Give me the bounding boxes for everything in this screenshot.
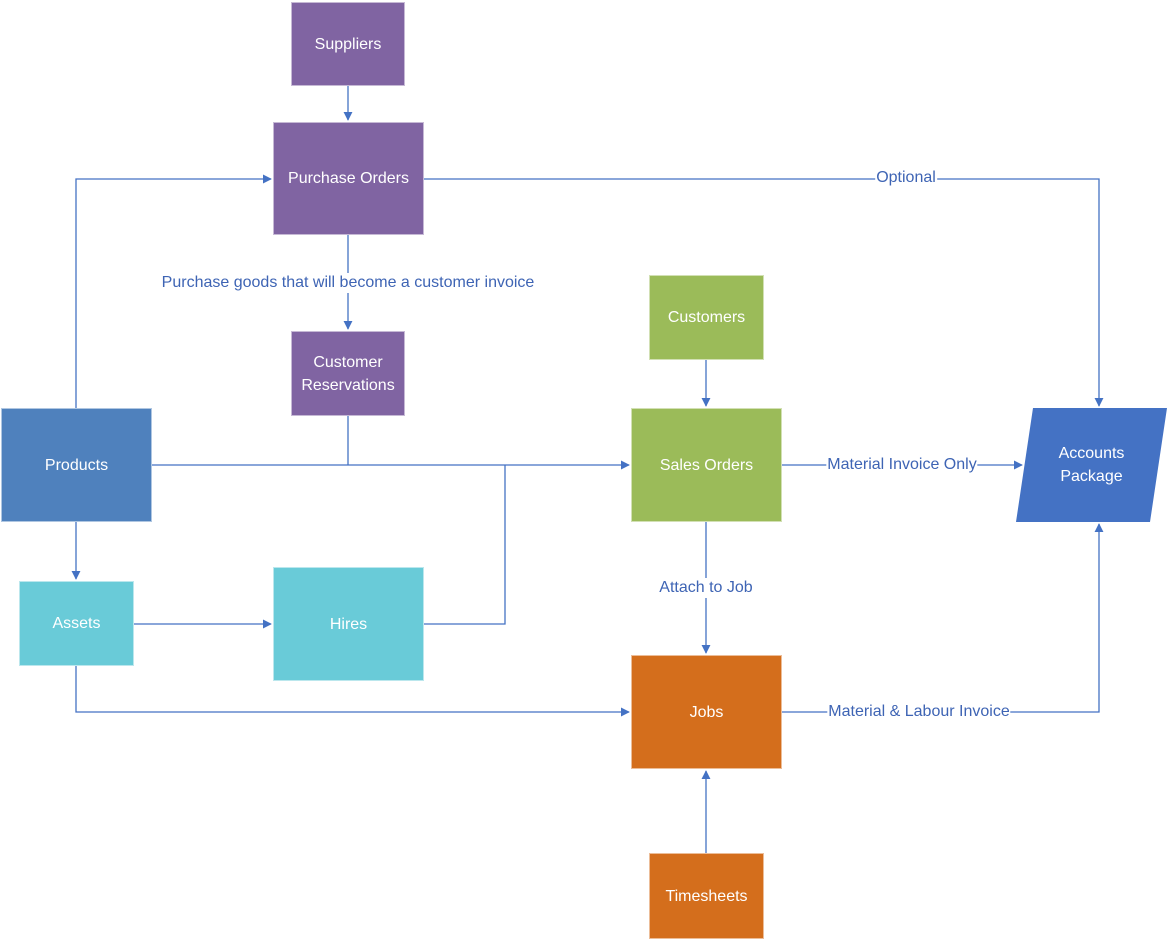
- connector-hires-to-sales-orders: [424, 465, 506, 625]
- connector-purchase-orders-to-accounts-package: [424, 178, 1104, 407]
- edge-label-purchase-goods: Purchase goods that will become a custom…: [160, 273, 536, 293]
- node-assets: Assets: [19, 581, 134, 666]
- node-suppliers: Suppliers: [291, 2, 405, 86]
- node-jobs: Jobs: [631, 655, 782, 769]
- node-accounts-package: Accounts Package: [1016, 408, 1167, 522]
- edge-label-material-invoice-only: Material Invoice Only: [826, 455, 978, 475]
- node-customers: Customers: [649, 275, 764, 360]
- node-purchase-orders: Purchase Orders: [273, 122, 424, 235]
- node-customer-reservations: Customer Reservations: [291, 331, 405, 416]
- node-timesheets: Timesheets: [649, 853, 764, 939]
- connector-assets-to-jobs: [75, 666, 630, 717]
- node-sales-orders: Sales Orders: [631, 408, 782, 522]
- connector-jobs-to-accounts-package: [782, 523, 1104, 713]
- node-hires: Hires: [273, 567, 424, 681]
- node-products: Products: [1, 408, 152, 522]
- edge-label-optional: Optional: [875, 168, 937, 188]
- edge-label-attach-to-job: Attach to Job: [658, 578, 754, 598]
- edge-label-material-labour-invoice: Material & Labour Invoice: [827, 702, 1011, 722]
- connector-products-to-purchase-orders: [75, 174, 272, 408]
